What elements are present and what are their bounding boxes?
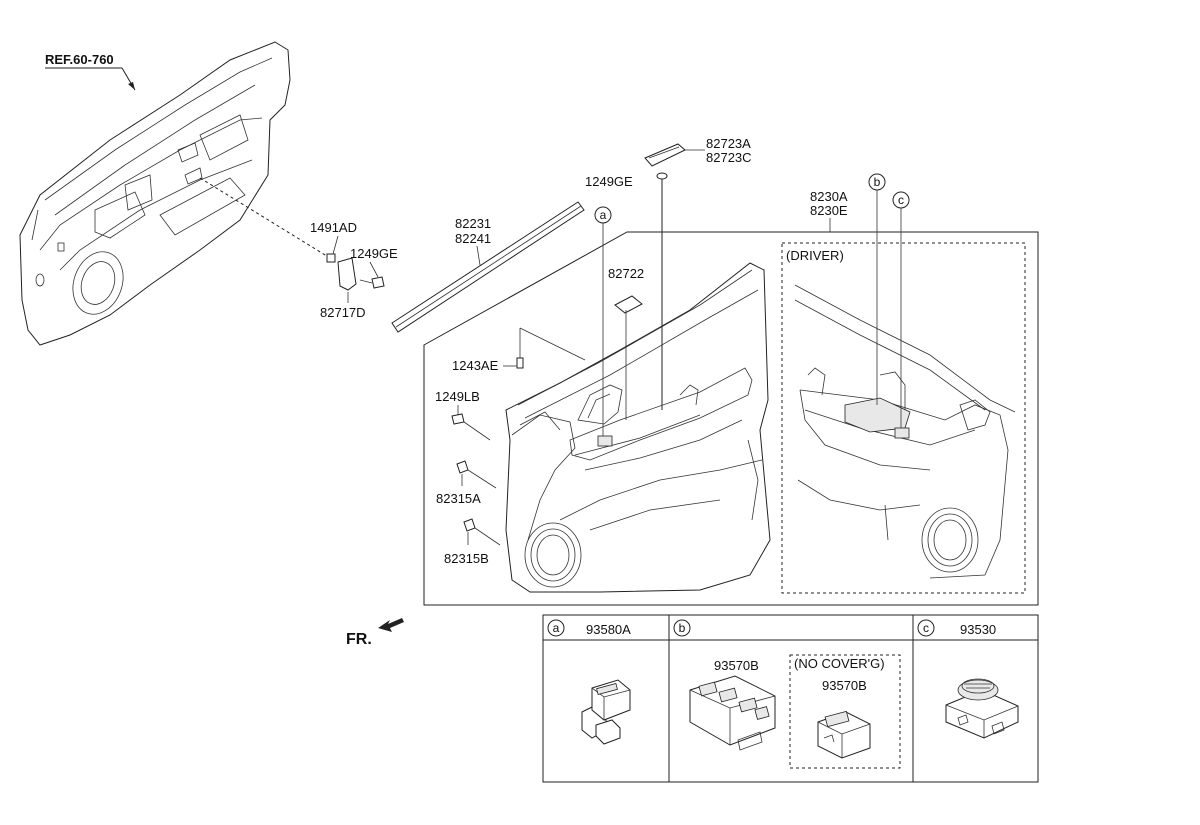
pad-82722: 82722 — [608, 266, 644, 420]
bracket-parts: 1491AD 1249GE 82717D — [199, 177, 398, 320]
door-inner-panel — [19, 41, 291, 346]
arrow-head-icon — [128, 82, 135, 90]
screw-1249GE — [371, 276, 385, 289]
callout-c-main: c — [892, 191, 910, 428]
clip-82315A: 82315A — [436, 460, 497, 506]
label-1491AD: 1491AD — [310, 220, 357, 235]
reference-label: REF.60-760 — [45, 52, 136, 91]
label-1243AE: 1243AE — [452, 358, 499, 373]
label-82723C: 82723C — [706, 150, 752, 165]
callout-a-main: a — [594, 206, 612, 436]
svg-text:b: b — [874, 175, 881, 189]
screw-1243AE: 1243AE — [452, 327, 586, 373]
label-82717D: 82717D — [320, 305, 366, 320]
switch-93570B-driver — [844, 397, 911, 433]
label-8230A: 8230A — [810, 189, 848, 204]
switch-93570B-illustration — [689, 675, 776, 751]
driver-label: (DRIVER) — [786, 248, 844, 263]
trim-assy-label: 8230A 8230E — [810, 189, 848, 232]
no-cover-box — [789, 654, 901, 769]
detail-table: a 93580A b 93570B (NO COVER'G) — [542, 614, 1039, 783]
front-arrow-icon — [378, 618, 404, 632]
table-callout-a: a — [547, 619, 565, 637]
svg-text:c: c — [898, 193, 904, 207]
label-1249LB: 1249LB — [435, 389, 480, 404]
no-cover-label: (NO COVER'G) — [794, 656, 885, 671]
reference-text: REF.60-760 — [45, 52, 114, 67]
svg-text:c: c — [923, 621, 929, 635]
front-label: FR. — [346, 631, 372, 648]
callout-b-main: b — [868, 173, 886, 405]
label-82723A: 82723A — [706, 136, 751, 151]
table-callout-c: c — [917, 619, 935, 637]
switch-93570B-nocover-illustration — [817, 710, 871, 759]
label-82241: 82241 — [455, 231, 491, 246]
label-82315B: 82315B — [444, 551, 489, 566]
label-82722: 82722 — [608, 266, 644, 281]
table-part-93580A: 93580A — [586, 622, 631, 637]
switch-93530-illustration — [945, 678, 1019, 739]
svg-text:a: a — [553, 621, 560, 635]
driver-detail-box: (DRIVER) — [781, 242, 1026, 594]
switch-93580A — [597, 435, 613, 447]
screw-1249LB: 1249LB — [435, 389, 491, 441]
label-82315A: 82315A — [436, 491, 481, 506]
table-part-93530: 93530 — [960, 622, 996, 637]
svg-text:b: b — [679, 621, 686, 635]
table-part-93570B: 93570B — [714, 658, 759, 673]
switch-93580A-illustration — [581, 679, 631, 745]
screw-1249GE-top: 1249GE — [585, 172, 668, 410]
table-callout-b: b — [673, 619, 691, 637]
clip-82315B: 82315B — [444, 518, 501, 566]
grip-cover-82723A: 82723A 82723C — [644, 136, 752, 167]
label-8230E: 8230E — [810, 203, 848, 218]
door-trim-panel — [505, 262, 771, 593]
front-marker: FR. — [346, 618, 404, 648]
weatherstrip-82231: 82231 82241 — [391, 201, 585, 333]
bracket-82717D — [337, 257, 357, 291]
trim-panel-frame — [423, 231, 1039, 606]
svg-text:a: a — [600, 208, 607, 222]
label-1249GE-left: 1249GE — [350, 246, 398, 261]
table-part-93570B-nocover: 93570B — [822, 678, 867, 693]
label-1249GE-top: 1249GE — [585, 174, 633, 189]
label-82231: 82231 — [455, 216, 491, 231]
switch-93530-driver — [894, 427, 910, 439]
clip-1491AD — [326, 253, 336, 263]
